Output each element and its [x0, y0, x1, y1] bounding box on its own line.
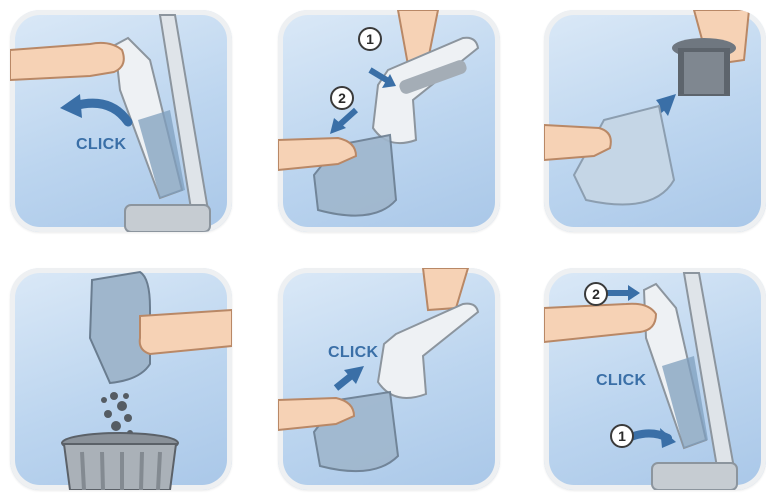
click-label: CLICK [76, 136, 126, 154]
step-4-panel [10, 268, 232, 490]
step-3-panel [544, 10, 766, 232]
reattach-bin-illustration [278, 268, 500, 490]
remove-dust-bin-illustration [278, 10, 500, 232]
step-2-panel: 1 2 [278, 10, 500, 232]
remove-filter-illustration [544, 10, 766, 232]
click-label: CLICK [596, 372, 646, 390]
click-label: CLICK [328, 344, 378, 362]
step-5-panel: CLICK [278, 268, 500, 490]
detach-handheld-illustration [10, 10, 232, 232]
step-number-2: 2 [584, 282, 608, 306]
empty-bin-illustration [10, 268, 232, 490]
step-number-1: 1 [358, 27, 382, 51]
step-1-panel: CLICK [10, 10, 232, 232]
step-6-panel: 2 1 CLICK [544, 268, 766, 490]
reinsert-handheld-illustration [544, 268, 766, 490]
step-number-2: 2 [330, 86, 354, 110]
step-number-1: 1 [610, 424, 634, 448]
